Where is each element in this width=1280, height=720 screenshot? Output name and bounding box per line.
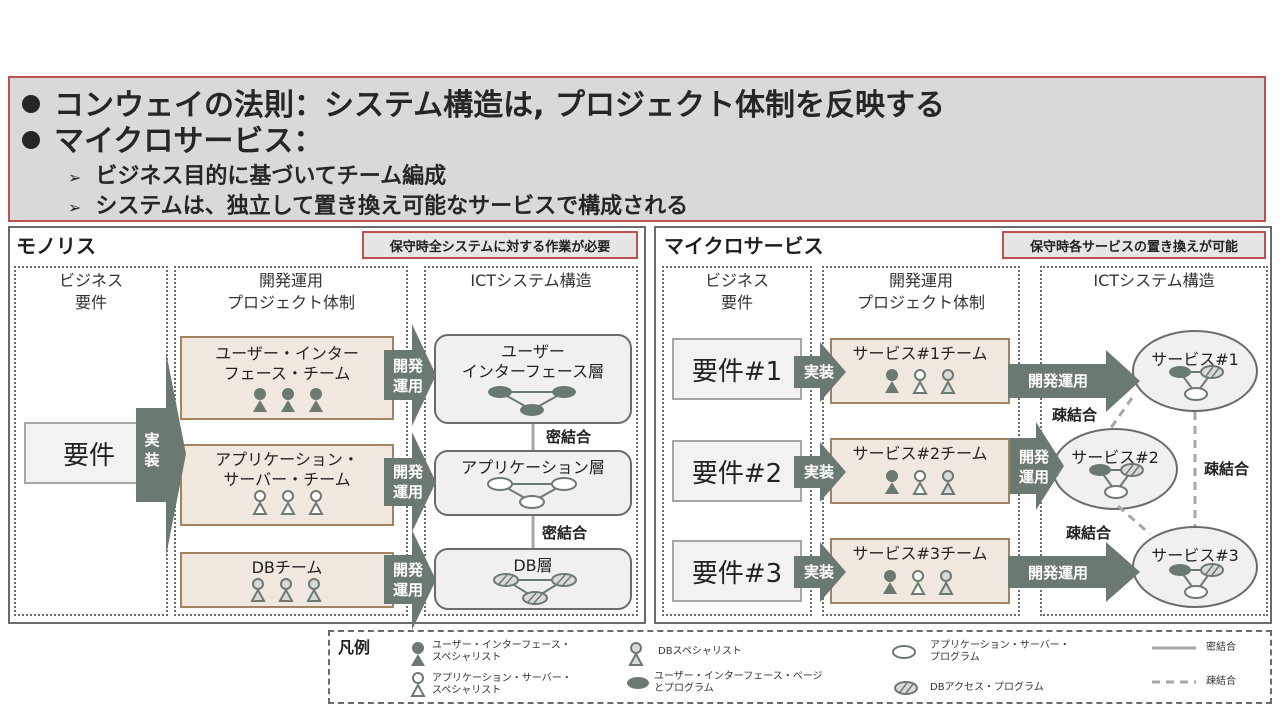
loose-coupling-line-1 bbox=[1106, 397, 1134, 433]
ui-team-label: ユーザー・インター フェース・チーム bbox=[215, 344, 359, 383]
legend-db-program: DBアクセス・プログラム bbox=[930, 682, 1044, 693]
legend-box bbox=[328, 630, 1272, 704]
monolith-title: モノリス bbox=[16, 234, 96, 258]
monolith-col-project: 開発運用 プロジェクト体制 bbox=[226, 271, 355, 312]
legend-app-program: アプリケーション・サーバー・ プログラム bbox=[930, 640, 1070, 663]
micro-devops-label-3: 開発運用 bbox=[1027, 564, 1088, 582]
ui-program-graph bbox=[488, 386, 576, 416]
ui-specialist-icons bbox=[253, 388, 323, 412]
micro-requirement-1: 要件#1 bbox=[672, 338, 802, 400]
micro-col-ict: ICTシステム構造 bbox=[1093, 271, 1215, 290]
sub-point-2: ➢ システムは、独立して置き換え可能なサービスで構成される bbox=[68, 188, 688, 220]
headline-microservice-text: マイクロサービス： bbox=[54, 124, 324, 159]
implement-arrow-2 bbox=[794, 442, 846, 502]
loose-coupling-label-1: 疎結合 bbox=[1052, 406, 1098, 424]
db-layer-label: DB層 bbox=[513, 556, 553, 575]
micro-business-column bbox=[662, 266, 812, 616]
legend-db-program-icon bbox=[894, 681, 918, 695]
headline-conway-text: コンウェイの法則：システム構造は, プロジェクト体制を反映する bbox=[54, 88, 945, 123]
micro-implement-label-3: 実装 bbox=[803, 563, 834, 581]
service-team-icons bbox=[883, 369, 956, 595]
legend-app-specialist: アプリケーション・サーバー・ スペシャリスト bbox=[432, 673, 572, 696]
implement-arrow-1 bbox=[794, 342, 846, 402]
tight-coupling-label-2: 密結合 bbox=[542, 524, 588, 542]
service3-label: サービス#3 bbox=[1151, 546, 1239, 565]
devops-label-2: 開発 運用 bbox=[392, 463, 423, 501]
app-specialist-icons bbox=[252, 490, 324, 515]
micro-col-project: 開発運用 プロジェクト体制 bbox=[856, 271, 985, 312]
headline-conway: コンウェイの法則：システム構造は, プロジェクト体制を反映する bbox=[22, 80, 945, 124]
legend-ui-specialist-icon bbox=[411, 642, 425, 666]
legend-app-specialist-icon bbox=[410, 672, 426, 697]
microservice-title: マイクロサービス bbox=[664, 234, 824, 258]
tight-coupling-label-1: 密結合 bbox=[546, 428, 592, 446]
monolith-col-ict: ICTシステム構造 bbox=[470, 271, 592, 290]
devops-arrow-3 bbox=[384, 530, 436, 630]
app-layer-label: アプリケーション層 bbox=[461, 458, 605, 477]
implement-arrow-3 bbox=[794, 542, 846, 602]
summary-banner: コンウェイの法則：システム構造は, プロジェクト体制を反映する マイクロサービス… bbox=[8, 76, 1266, 222]
loose-coupling-label-2: 疎結合 bbox=[1204, 460, 1250, 478]
db-specialist-icons bbox=[250, 578, 322, 602]
micro-implement-label-2: 実装 bbox=[803, 463, 834, 481]
app-team-label: アプリケーション・ サーバー・チーム bbox=[215, 450, 359, 489]
service1-program-graph bbox=[1169, 365, 1224, 401]
service1-label: サービス#1 bbox=[1151, 350, 1239, 369]
arrow-bullet-icon: ➢ bbox=[68, 198, 82, 217]
microservice-note: 保守時各サービスの置き換えが可能 bbox=[1002, 231, 1266, 259]
bullet-icon bbox=[22, 94, 40, 113]
legend-ui-program: ユーザー・インターフェース・ページ とプログラム bbox=[654, 671, 823, 694]
devops-arrow-s1 bbox=[1008, 350, 1140, 412]
monolith-note: 保守時全システムに対する作業が必要 bbox=[362, 231, 638, 259]
loose-coupling-line-3 bbox=[1117, 504, 1151, 536]
devops-arrow-2 bbox=[384, 432, 436, 532]
sub-point-1-text: ビジネス目的に基づいてチーム編成 bbox=[95, 164, 447, 189]
legend-db-specialist-icon bbox=[628, 642, 644, 666]
ui-team-box: ユーザー・インター フェース・チーム bbox=[180, 336, 394, 420]
legend-app-program-icon bbox=[892, 645, 916, 659]
sub-point-1: ➢ ビジネス目的に基づいてチーム編成 bbox=[68, 158, 446, 190]
legend-icons bbox=[410, 642, 1196, 697]
service2-team-label: サービス#2チーム bbox=[852, 444, 988, 463]
sub-point-2-text: システムは、独立して置き換え可能なサービスで構成される bbox=[95, 194, 689, 219]
service2-label: サービス#2 bbox=[1071, 448, 1159, 467]
implement-label: 実 装 bbox=[144, 431, 160, 469]
devops-arrow-s2 bbox=[1010, 422, 1064, 510]
app-program-graph bbox=[487, 477, 577, 509]
micro-devops-label-1: 開発運用 bbox=[1027, 372, 1088, 390]
legend-tight: 密結合 bbox=[1206, 642, 1236, 653]
arrow-bullet-icon: ➢ bbox=[68, 168, 82, 187]
loose-coupling-label-3: 疎結合 bbox=[1066, 524, 1112, 542]
legend-loose: 疎結合 bbox=[1206, 676, 1236, 687]
devops-label-1: 開発 運用 bbox=[392, 357, 423, 395]
service3-program-graph bbox=[1169, 563, 1224, 599]
micro-requirement-2: 要件#2 bbox=[672, 440, 802, 502]
micro-col-business: ビジネス 要件 bbox=[704, 271, 769, 312]
monolith-ict-column bbox=[424, 266, 638, 616]
ui-layer-label: ユーザー インターフェース層 bbox=[461, 342, 605, 381]
headline-microservice: マイクロサービス： bbox=[22, 116, 323, 160]
legend-title: 凡例 bbox=[338, 638, 371, 657]
micro-devops-label-2: 開発 運用 bbox=[1018, 448, 1049, 486]
legend-db-specialist: DBスペシャリスト bbox=[658, 646, 742, 657]
legend-ui-specialist: ユーザー・インターフェース・ スペシャリスト bbox=[432, 640, 571, 663]
service2-program-graph bbox=[1089, 463, 1144, 499]
micro-implement-label-1: 実装 bbox=[803, 363, 834, 381]
legend-ui-program-icon bbox=[627, 677, 649, 689]
devops-label-3: 開発 運用 bbox=[392, 561, 423, 599]
implement-arrow bbox=[136, 352, 186, 556]
db-program-graph bbox=[493, 573, 577, 605]
service1-team-label: サービス#1チーム bbox=[852, 344, 988, 363]
service3-team-label: サービス#3チーム bbox=[852, 544, 988, 563]
devops-arrow-1 bbox=[384, 324, 436, 426]
bullet-icon bbox=[22, 130, 40, 149]
monolith-requirement: 要件 bbox=[24, 422, 154, 484]
devops-arrow-s3 bbox=[1008, 542, 1140, 602]
monolith-col-business: ビジネス 要件 bbox=[58, 271, 123, 312]
db-team-label: DBチーム bbox=[251, 558, 323, 577]
